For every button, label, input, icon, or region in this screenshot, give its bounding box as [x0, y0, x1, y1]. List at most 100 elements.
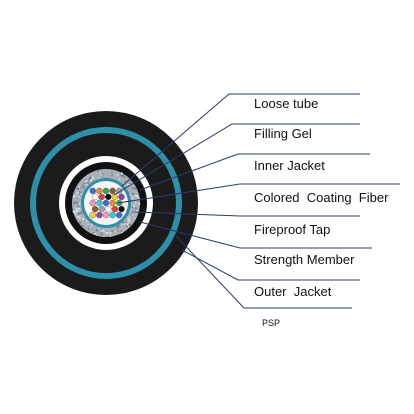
strength-member-fleck	[82, 186, 85, 189]
strength-member-fleck	[82, 218, 85, 221]
leader-line-inner-jacket	[139, 153, 370, 191]
strength-member-fleck	[80, 193, 83, 196]
label-loose-tube: Loose tube	[254, 96, 318, 111]
colored-fiber	[89, 211, 97, 219]
strength-member-fleck	[129, 182, 131, 185]
strength-member-fleck	[129, 214, 132, 216]
strength-member-fleck	[120, 172, 124, 175]
colored-fiber	[109, 211, 116, 219]
strength-member-fleck	[98, 228, 100, 230]
strength-member-fleck	[111, 171, 113, 174]
strength-member-fleck	[72, 192, 76, 195]
strength-member-fleck	[87, 175, 89, 177]
strength-member-fleck	[109, 231, 112, 234]
label-fireproof-tap: Fireproof Tap	[254, 222, 330, 237]
strength-member-fleck	[77, 212, 79, 215]
colored-fiber	[102, 187, 110, 195]
strength-member-fleck	[118, 178, 121, 180]
strength-member-fleck	[122, 174, 125, 176]
strength-member-fleck	[92, 179, 95, 182]
colored-fiber	[105, 205, 112, 213]
strength-member-fleck	[91, 176, 95, 180]
strength-member-fleck	[104, 231, 106, 234]
strength-member-fleck	[133, 187, 137, 190]
colored-fiber	[96, 187, 103, 195]
strength-member-fleck	[131, 192, 135, 196]
strength-member-fleck	[76, 191, 80, 195]
strength-member-fleck	[73, 194, 76, 197]
strength-member-fleck	[91, 228, 93, 230]
colored-fiber	[102, 199, 110, 207]
strength-member-fleck	[105, 231, 108, 234]
strength-member-fleck	[90, 179, 93, 182]
strength-member-fleck	[83, 182, 86, 185]
colored-fiber	[91, 193, 99, 201]
label-colored-coating-fiber: Colored Coating Fiber	[254, 190, 389, 205]
strength-member-fleck	[134, 207, 137, 210]
strength-member-fleck	[120, 229, 123, 233]
strength-member-fleck	[128, 223, 131, 227]
strength-member-fleck	[111, 174, 114, 177]
strength-member-fleck	[78, 212, 81, 215]
cable-cross-section	[14, 111, 198, 295]
leader-line-colored-fiber	[117, 183, 400, 204]
strength-member-fleck	[87, 223, 89, 226]
strength-member-fleck	[95, 229, 99, 232]
strength-member-fleck	[75, 201, 79, 204]
strength-member-fleck	[92, 225, 94, 227]
colored-fiber	[118, 193, 125, 201]
strength-member-fleck	[79, 211, 83, 215]
leader-line-fireproof-tap	[134, 211, 360, 217]
strength-member-fleck	[121, 224, 124, 226]
strength-member-fleck	[76, 206, 78, 208]
label-strength-member: Strength Member	[254, 252, 355, 267]
strength-member-fleck	[97, 177, 100, 179]
label-filling-gel: Filling Gel	[254, 126, 312, 141]
strength-member-fleck	[123, 176, 126, 179]
strength-member-fleck	[75, 209, 79, 213]
strength-member-fleck	[83, 220, 86, 222]
strength-member-fleck	[98, 172, 101, 174]
strength-member-fleck	[101, 235, 104, 237]
strength-member-fleck	[137, 195, 139, 198]
strength-member-fleck	[77, 207, 81, 211]
strength-member-fleck	[109, 234, 112, 237]
strength-member-fleck	[85, 184, 88, 186]
strength-member-fleck	[73, 200, 76, 204]
strength-member-fleck	[92, 231, 95, 234]
strength-member-fleck	[127, 183, 129, 186]
colored-fiber	[89, 199, 97, 207]
strength-member-texture	[72, 170, 141, 237]
strength-member-fleck	[100, 232, 102, 234]
strength-member-fleck	[114, 174, 117, 177]
strength-member-fleck	[128, 219, 131, 223]
strength-member-fleck	[76, 197, 79, 199]
strength-member-fleck	[101, 172, 104, 175]
strength-member-fleck	[127, 217, 130, 220]
strength-member-fleck	[102, 175, 104, 177]
leader-line-outer-jacket	[181, 249, 360, 281]
strength-member-fleck	[78, 203, 81, 205]
colored-fiber	[98, 193, 105, 201]
colored-fiber	[91, 205, 99, 213]
psp-band-layer	[30, 127, 182, 279]
labels: Loose tube Filling Gel Inner Jacket Colo…	[254, 96, 389, 328]
strength-member-fleck	[81, 224, 84, 228]
strength-member-fleck	[125, 225, 128, 228]
colored-fiber	[102, 211, 110, 219]
strength-member-fleck	[76, 215, 80, 218]
colored-fiber	[96, 199, 103, 207]
strength-member-fleck	[78, 216, 81, 219]
strength-member-fleck	[117, 224, 121, 227]
strength-member-fleck	[90, 180, 92, 183]
colored-fiber	[98, 205, 105, 213]
strength-member-fleck	[77, 195, 80, 198]
strength-member-fleck	[133, 204, 135, 206]
colored-fiber	[109, 199, 116, 207]
colored-fiber	[96, 211, 103, 219]
strength-member-fleck	[134, 217, 136, 219]
strength-member-fleck	[134, 202, 137, 204]
colored-fiber	[111, 205, 119, 213]
strength-member-fleck	[100, 233, 104, 236]
